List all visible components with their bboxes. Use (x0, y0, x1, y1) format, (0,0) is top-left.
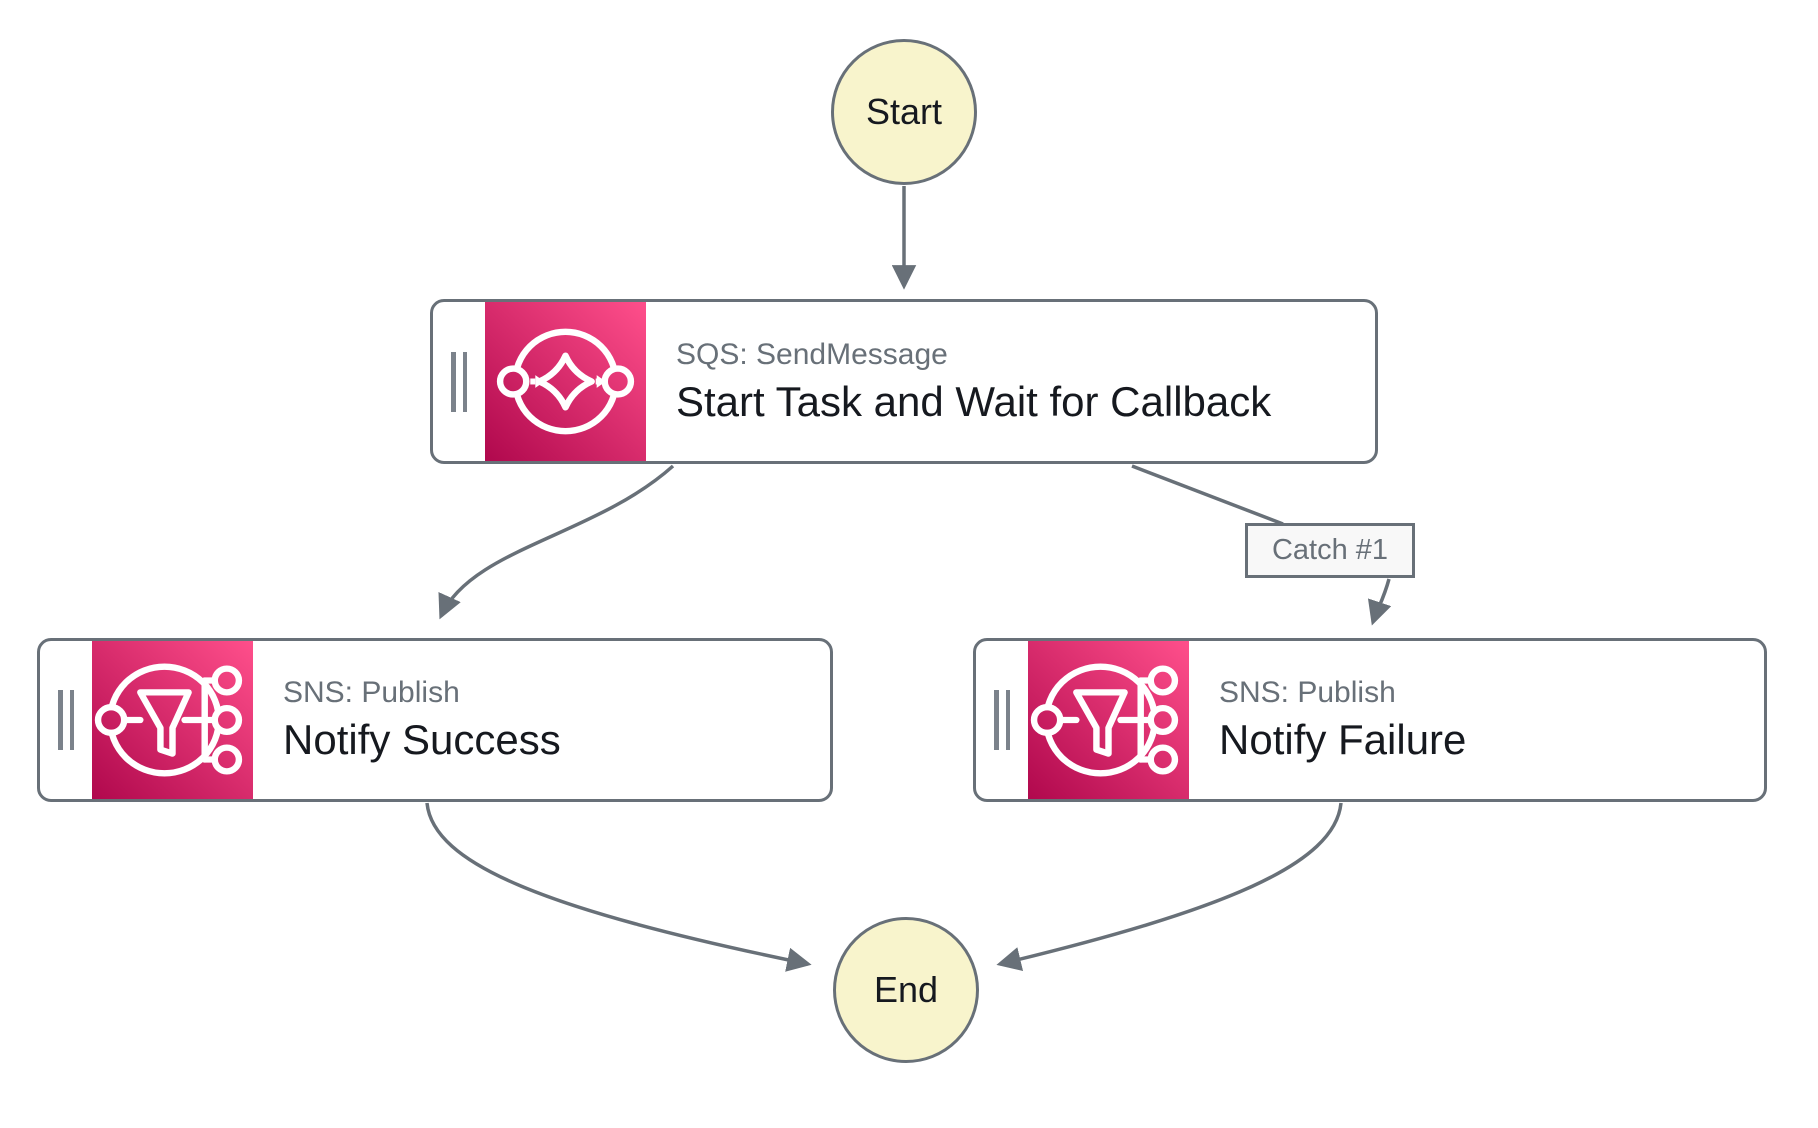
drag-handle-icon[interactable] (976, 641, 1028, 799)
start-node-label: Start (865, 91, 943, 132)
task-text: SNS: Publish Notify Success (253, 641, 561, 799)
task-node-start-task-and-wait-for-callback[interactable]: SQS: SendMessage Start Task and Wait for… (430, 299, 1378, 464)
sns-icon (1028, 641, 1189, 799)
drag-handle-icon[interactable] (40, 641, 92, 799)
sns-icon (92, 641, 253, 799)
task-service-label: SQS: SendMessage (676, 337, 948, 371)
task-service-label: SNS: Publish (283, 676, 460, 710)
task-name-label: Start Task and Wait for Callback (676, 377, 1272, 425)
task-text: SNS: Publish Notify Failure (1189, 641, 1466, 799)
edge-catch-label-to-notify-failure (1367, 578, 1392, 626)
task-name-label: Notify Failure (1219, 716, 1467, 764)
task-node-notify-success[interactable]: SNS: Publish Notify Success (37, 638, 833, 802)
edge-task-to-notify-success (438, 464, 675, 620)
task-node-notify-failure[interactable]: SNS: Publish Notify Failure (973, 638, 1767, 802)
edge-notify-failure-to-end (996, 802, 1343, 972)
catch-edge-badge-label: Catch #1 (1271, 534, 1389, 566)
drag-handle-icon[interactable] (433, 302, 485, 461)
task-name-label: Notify Success (283, 716, 561, 764)
start-node: Start (831, 39, 977, 185)
task-text: SQS: SendMessage Start Task and Wait for… (646, 302, 1271, 461)
task-service-label: SNS: Publish (1219, 676, 1396, 710)
end-node: End (833, 917, 979, 1063)
end-node-label: End (873, 969, 939, 1010)
edge-notify-success-to-end (425, 802, 812, 972)
sqs-icon (485, 302, 646, 461)
catch-edge-badge: Catch #1 (1245, 523, 1415, 578)
edge-task-to-catch-label (1131, 464, 1284, 526)
